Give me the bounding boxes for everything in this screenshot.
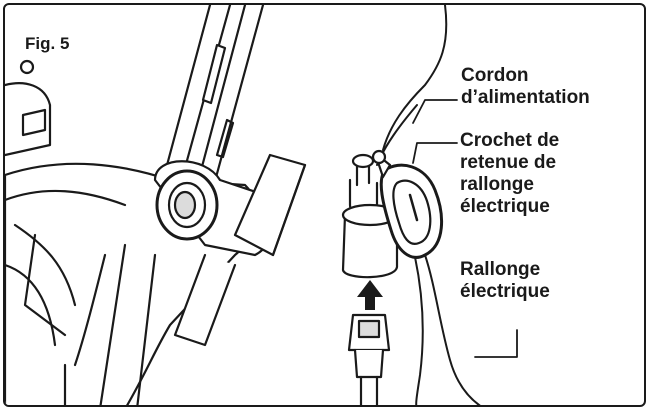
callout-extension-cord: Rallonge électrique [460,259,550,303]
extension-cord [424,254,481,405]
callout-line: Cordon [461,65,529,86]
callout-line: d’alimentation [461,87,590,108]
power-cord [382,5,448,151]
callout-line: retenue de [460,152,557,173]
callout-extension-hook: Crochet de retenue de rallonge électriqu… [460,130,559,218]
assembly-illustration [5,5,518,405]
callout-power-cord: Cordon d’alimentation [461,65,590,109]
callout-line: Rallonge [460,259,541,280]
figure-panel: Fig. 5 Cordon d’alimentation Crochet de … [3,3,646,407]
power-cord-plug [347,313,391,405]
callout-line: électrique [460,281,550,302]
extension-cord-hook [371,149,444,259]
machine-upper-arm [161,5,265,205]
callout-line: électrique [460,196,550,217]
callout-line: rallonge [460,174,534,195]
figure-label: Fig. 5 [25,34,70,53]
callout-line: Crochet de [460,130,560,151]
callout-leaders [412,99,518,358]
machine-lower-arm [173,153,307,347]
insert-arrow-icon [357,280,383,310]
